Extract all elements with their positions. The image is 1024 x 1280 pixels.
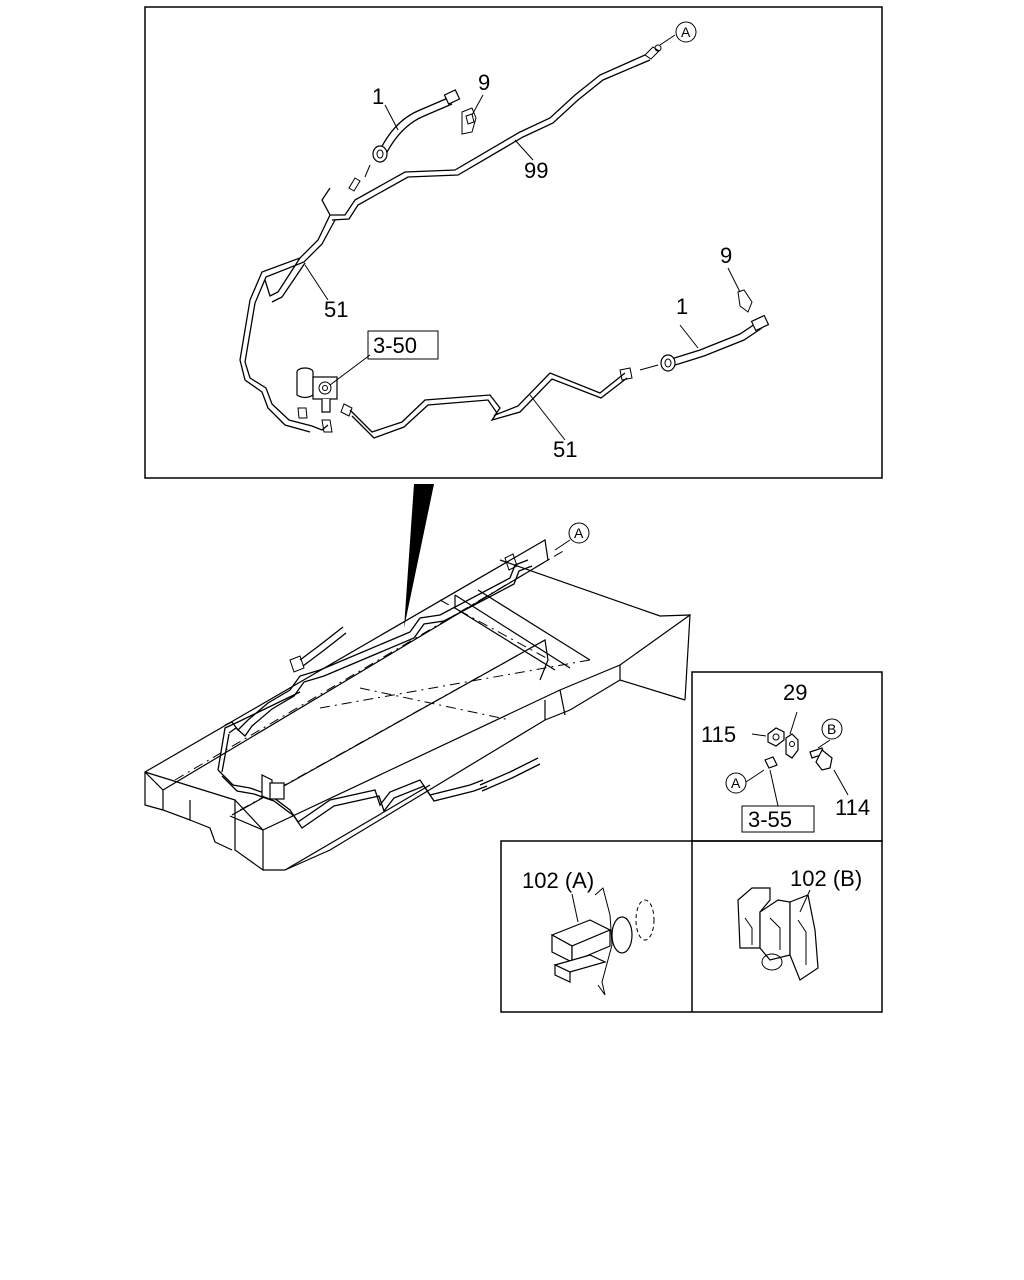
inset-bracket-parts: 29 115 114 B A 3-55 — [691, 671, 883, 842]
label-hose-right: 1 — [676, 294, 688, 319]
label-part-114: 114 — [835, 795, 870, 820]
nut-115 — [751, 727, 785, 747]
top-panel-frame — [144, 6, 883, 479]
leader-lines-top — [304, 34, 741, 441]
pipe-99 — [321, 44, 662, 221]
label-ref-3-50: 3-50 — [373, 333, 417, 358]
label-part-115: 115 — [701, 722, 736, 747]
svg-text:A: A — [731, 775, 741, 791]
label-ref-3-55: 3-55 — [748, 807, 792, 832]
chassis-view: A — [144, 522, 691, 872]
label-part-102b: 102 (B) — [790, 866, 862, 891]
proportioning-valve — [296, 367, 353, 419]
hose-right — [639, 314, 770, 372]
label-clip-upper: 9 — [478, 70, 490, 95]
inset-clips-102: 102 (A) 102 (B) — [500, 840, 883, 1013]
label-part-102a: 102 (A) — [522, 868, 594, 893]
clip-upper — [461, 107, 477, 135]
pipe-51-right — [349, 367, 633, 439]
label-pipe-51-left: 51 — [324, 297, 348, 322]
ref-box-3-55: 3-55 — [741, 805, 815, 833]
label-clip-right: 9 — [720, 243, 732, 268]
circle-a-top: A — [675, 21, 697, 43]
label-pipe-51-right: 51 — [553, 437, 577, 462]
svg-text:A: A — [574, 525, 584, 541]
svg-text:A: A — [681, 24, 691, 40]
collar-3-55 — [745, 756, 779, 807]
label-part-29: 29 — [783, 680, 807, 705]
clip-right — [737, 289, 753, 313]
circle-a-frame: A — [554, 522, 590, 551]
label-hose-upper: 1 — [372, 84, 384, 109]
svg-text:B: B — [827, 721, 836, 737]
clip-102b — [737, 887, 819, 981]
hose-upper — [348, 89, 461, 192]
clip-102a — [550, 887, 655, 996]
label-pipe-99: 99 — [524, 158, 548, 183]
pointer-wedge — [404, 484, 434, 628]
clip-29 — [785, 711, 799, 759]
circle-b: B — [821, 718, 843, 740]
pipe-51-left — [239, 214, 336, 433]
ref-box-3-50: 3-50 — [367, 330, 439, 360]
top-detail-panel: 1 9 99 51 51 9 1 3-50 A — [144, 6, 883, 479]
circle-a-inset: A — [725, 772, 747, 794]
bolt-114 — [809, 739, 849, 796]
